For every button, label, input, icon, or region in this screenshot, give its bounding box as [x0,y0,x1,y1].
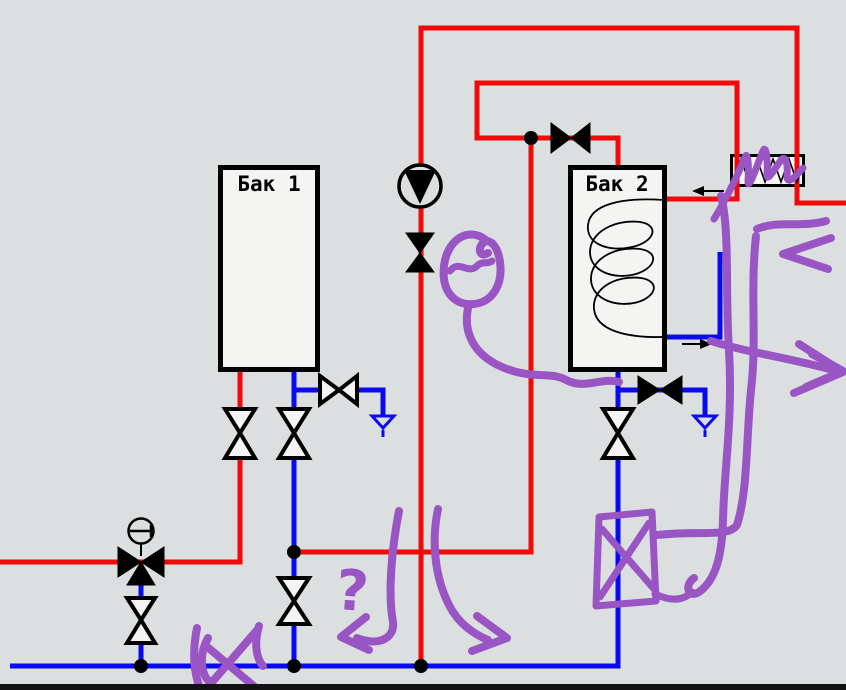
tank1: Бак 1 [218,165,320,372]
window-bottom-edge [0,684,846,690]
pipe-cold-tank2-side-stub [667,252,723,340]
pump [397,163,443,209]
circle-inner-squiggle [446,257,496,275]
drain-tank1-icon [368,414,398,437]
junction-dot [524,131,538,145]
valve-tank1-cold-icon [275,407,313,460]
stroke-right-second [653,232,760,539]
valve-loop-top-icon [550,121,591,155]
junction-dot [134,659,148,673]
tank2: Бак 2 [568,165,667,372]
valves [117,121,683,645]
tank2-body [568,165,667,372]
circle-highlight [439,230,505,309]
scribble-over-exchanger [710,145,807,223]
circle-tail-to-tank2 [462,300,623,388]
valve-tank1-drain-icon [318,371,359,409]
stroke-right-long [684,192,734,598]
junction-dot [287,545,301,559]
question-mark-annotation: ? [334,558,371,625]
arrow-right-chevron-2 [802,350,846,391]
valve-tank1-cold-lower-icon [275,576,313,626]
flow-arrow-left-icon [692,186,724,196]
tank1-label: Бак 1 [237,172,300,196]
tank2-coil-icon [587,198,665,338]
crossed-box [592,508,660,610]
arrow-down-left-chevron [337,613,373,654]
stroke-arrow-left-shaft [753,217,830,233]
crossout-scribble [190,622,267,690]
thermostat-circle-icon [127,517,155,545]
thermostat-sensor [127,517,155,556]
valve-tank2-cold-icon [599,407,637,460]
diagonal-arrow-shaft [707,337,841,375]
drain-symbols [368,414,720,437]
freehand-annotations: ? [190,145,846,690]
three-way-mixing-valve-icon [117,546,165,586]
drain-tank2-icon [690,414,720,437]
crossed-box-diagonals [596,519,696,603]
pump-triangle-icon [404,170,436,204]
pipe-hot-feed-branch [294,138,534,555]
valve-tank2-drain-icon [637,375,683,405]
tank1-body [218,165,320,372]
junction-dot [414,659,428,673]
pipe-hot-exchanger-loop [474,80,740,202]
arrow-left-chevron [779,234,835,273]
arrow-down-right-chevron [468,612,511,655]
flow-arrows [682,186,724,349]
flow-arrow-right-icon [682,339,712,349]
tank2-label: Бак 2 [585,172,648,196]
valve-pump-line-icon [405,232,435,273]
pipe-cold-main [10,372,621,669]
pipe-hot-tank1-outlet [0,372,243,565]
junction-dot [287,659,301,673]
valve-tank1-hot-icon [221,407,259,460]
valve-mixing-drop-icon [123,596,159,645]
stroke-down-left [353,507,403,646]
stroke-down-right [430,505,492,644]
junction-dots [134,131,538,673]
